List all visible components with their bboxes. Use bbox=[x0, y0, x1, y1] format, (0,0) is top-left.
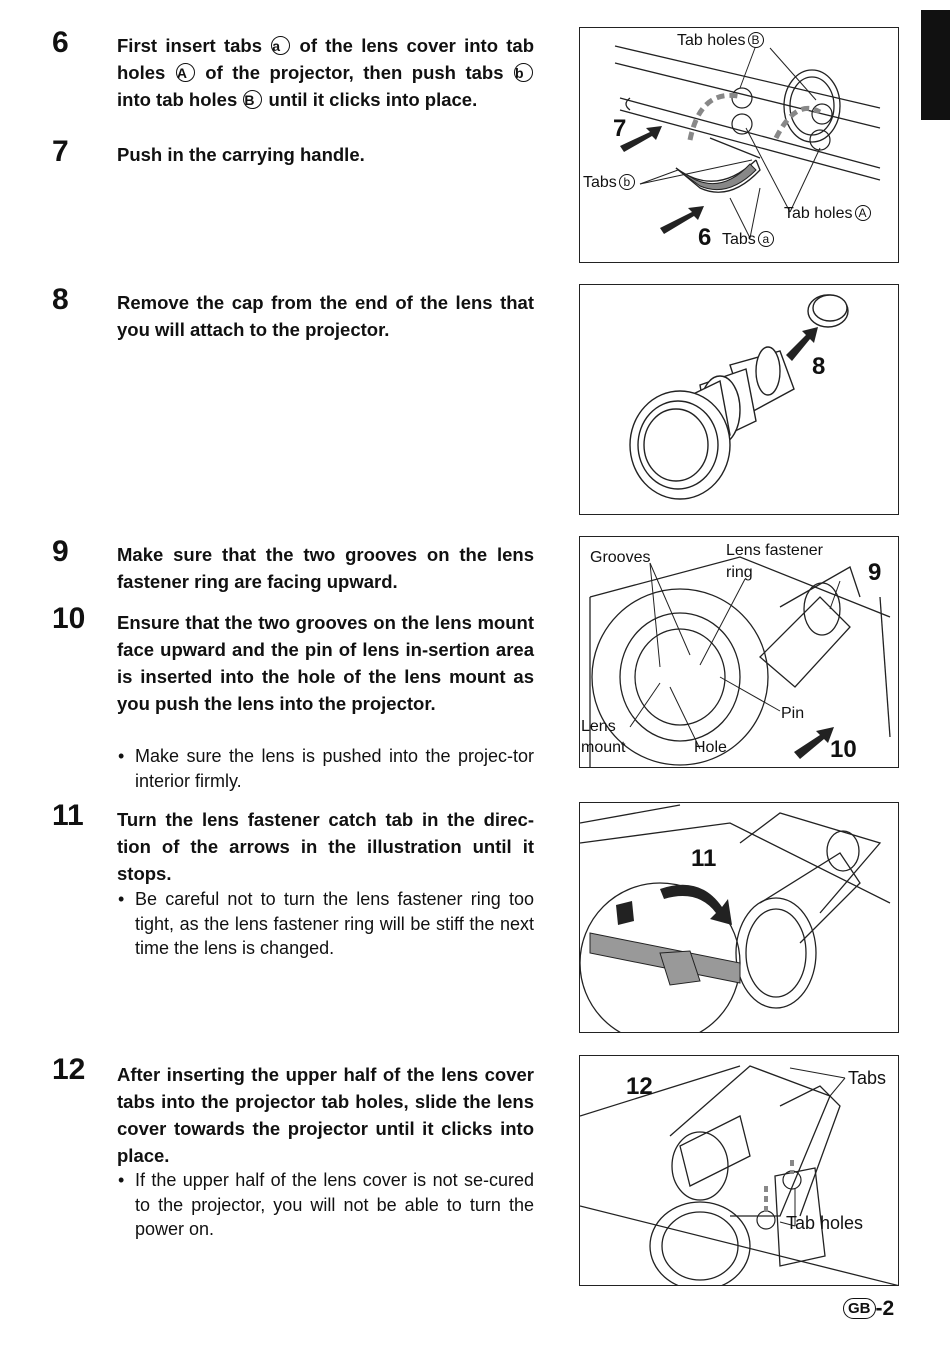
step-11-text: Turn the lens fastener catch tab in the … bbox=[117, 809, 534, 884]
callout-6: 6 bbox=[698, 224, 712, 251]
figure-lens-cap-removal: 8 bbox=[579, 284, 899, 515]
step-10-note: • Make sure the lens is pushed into the … bbox=[117, 744, 534, 793]
step-12-note: • If the upper half of the lens cover is… bbox=[117, 1168, 534, 1242]
bullet: • bbox=[118, 746, 125, 766]
label-hole: Hole bbox=[694, 739, 727, 756]
callout-7: 7 bbox=[613, 115, 627, 142]
callout-11: 11 bbox=[691, 845, 717, 872]
lens-illustration bbox=[629, 294, 849, 500]
figure-fastener-tab: 11 bbox=[579, 802, 899, 1033]
step-8-text: Remove the cap from the end of the lens … bbox=[117, 292, 534, 340]
page-number-text: -2 bbox=[875, 1297, 895, 1320]
callout-9: 9 bbox=[868, 559, 882, 586]
page-number: GB-2 bbox=[843, 1297, 894, 1321]
step-12-note-text: If the upper half of the lens cover is n… bbox=[135, 1170, 534, 1239]
circled-letter-B: B bbox=[243, 90, 263, 109]
region-badge: GB bbox=[843, 1298, 876, 1319]
bullet: • bbox=[118, 889, 125, 909]
circled-letter-A: A bbox=[175, 63, 195, 82]
label-text: Tabs bbox=[722, 231, 756, 248]
label-grooves: Grooves bbox=[590, 549, 651, 566]
step-11-note-text: Be careful not to turn the lens fastener… bbox=[135, 889, 534, 958]
label-ring: ring bbox=[726, 564, 753, 581]
step-6-number: 6 bbox=[52, 26, 69, 59]
label-mount: mount bbox=[581, 739, 626, 756]
label-tabs: Tabs bbox=[848, 1068, 887, 1088]
circled-letter: B bbox=[747, 32, 764, 48]
step-6-text: First insert tabs a of the lens cover in… bbox=[117, 32, 534, 113]
label-text: Tab holes bbox=[677, 32, 746, 49]
circled-letter: a bbox=[757, 231, 774, 247]
lens-cover-illustration bbox=[614, 45, 881, 239]
section-tab-marker bbox=[921, 10, 950, 120]
figure-lens-cover-slide: 12 Tabs Tab holes bbox=[579, 1055, 899, 1286]
label-pin: Pin bbox=[781, 705, 805, 722]
step-12-number: 12 bbox=[52, 1053, 86, 1086]
step-11-note: • Be careful not to turn the lens fasten… bbox=[117, 887, 534, 961]
step-11-number: 11 bbox=[52, 799, 84, 832]
step-6-text-part-1: First insert tabs bbox=[117, 35, 263, 56]
circled-letter: b bbox=[618, 174, 635, 190]
figure-lens-mount: Grooves Lens fastener ring 9 Lens mount … bbox=[579, 536, 899, 768]
step-9-text: Make sure that the two grooves on the le… bbox=[117, 544, 534, 592]
callout-10: 10 bbox=[830, 736, 857, 763]
step-10-text: Ensure that the two grooves on the lens … bbox=[117, 612, 534, 714]
bullet: • bbox=[118, 1170, 125, 1190]
step-6-text-part-4: into tab holes bbox=[117, 89, 238, 110]
step-6-text-part-2: of the lens cover into tab holes bbox=[117, 35, 535, 83]
label-text: Tabs bbox=[583, 174, 617, 191]
callout-8: 8 bbox=[812, 353, 826, 380]
step-9-number: 9 bbox=[52, 535, 69, 568]
label-lens-fastener: Lens fastener bbox=[726, 542, 823, 559]
circled-letter-a: a bbox=[271, 36, 291, 55]
step-6-text-part-3: of the projector, then push tabs bbox=[205, 62, 504, 83]
lens-mount-illustration bbox=[589, 556, 891, 767]
callout-12: 12 bbox=[626, 1073, 653, 1100]
label-tab-holes: Tab holes bbox=[786, 1213, 864, 1233]
label-text: Tab holes bbox=[784, 205, 853, 222]
step-6-text-part-5: until it clicks into place. bbox=[268, 89, 478, 110]
step-10-note-text: Make sure the lens is pushed into the pr… bbox=[135, 746, 534, 791]
step-8-number: 8 bbox=[52, 283, 69, 316]
step-10-number: 10 bbox=[52, 602, 86, 635]
step-7-text: Push in the carrying handle. bbox=[117, 144, 365, 165]
cover-slide-illustration bbox=[580, 1065, 898, 1285]
step-12-text: After inserting the upper half of the le… bbox=[117, 1064, 534, 1166]
step-7-number: 7 bbox=[52, 135, 69, 168]
fastener-illustration bbox=[580, 804, 891, 1032]
circled-letter-b: b bbox=[514, 63, 533, 82]
label-lens: Lens bbox=[581, 718, 616, 735]
circled-letter: A bbox=[854, 205, 871, 221]
